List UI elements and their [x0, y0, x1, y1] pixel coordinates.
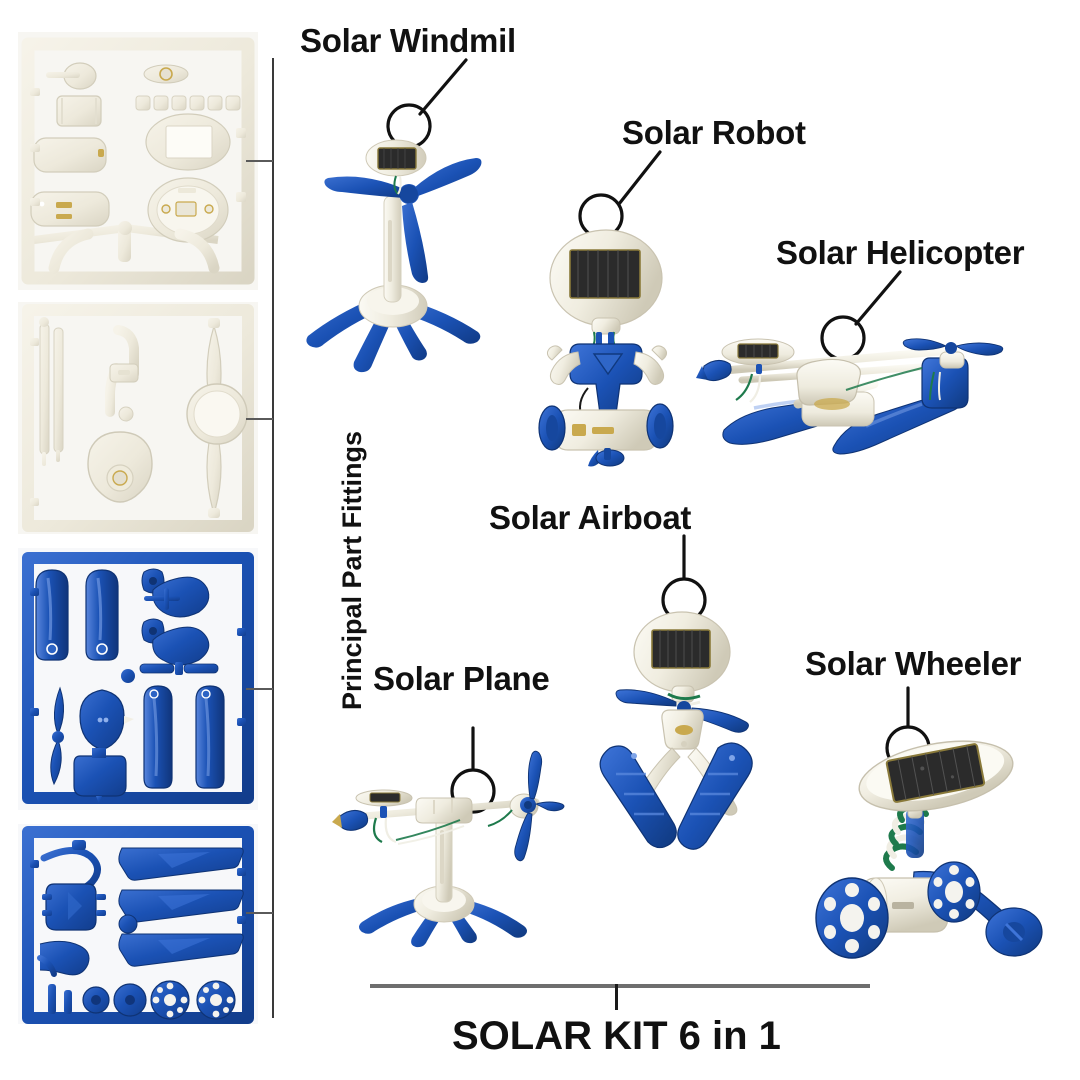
- label-solar-airboat: Solar Airboat: [489, 499, 692, 536]
- sprue-tick-2: [246, 418, 273, 420]
- callout-solar-plane: [450, 726, 520, 826]
- principal-part-fittings-label: Principal Part Fittings: [337, 430, 367, 710]
- part-sprue-cream-upper: [18, 32, 258, 290]
- part-sprue-cream-lower: [18, 302, 258, 534]
- label-solar-helicopter: Solar Helicopter: [776, 234, 1025, 271]
- label-solar-wheeler: Solar Wheeler: [805, 645, 1022, 682]
- label-solar-robot: Solar Robot: [622, 114, 806, 151]
- product-solar-windmil: [296, 120, 496, 380]
- page-title: SOLAR KIT 6 in 1: [452, 1014, 781, 1058]
- sprue-tick-4: [246, 912, 273, 914]
- title-bracket: [370, 984, 870, 988]
- product-solar-plane: [322, 744, 572, 948]
- label-solar-plane: Solar Plane: [373, 660, 550, 697]
- product-solar-airboat: [572, 598, 798, 856]
- product-solar-wheeler: [806, 736, 1056, 968]
- product-solar-robot: [522, 212, 692, 470]
- sprue-tick-3: [246, 688, 273, 690]
- vertical-divider: [272, 58, 274, 1018]
- part-sprue-blue-upper: [18, 548, 258, 810]
- label-solar-windmil: Solar Windmil: [300, 22, 516, 59]
- sprue-tick-1: [246, 160, 273, 162]
- title-bracket-stem: [615, 984, 618, 1010]
- product-solar-helicopter: [694, 322, 1014, 462]
- part-sprue-blue-lower: [18, 824, 258, 1024]
